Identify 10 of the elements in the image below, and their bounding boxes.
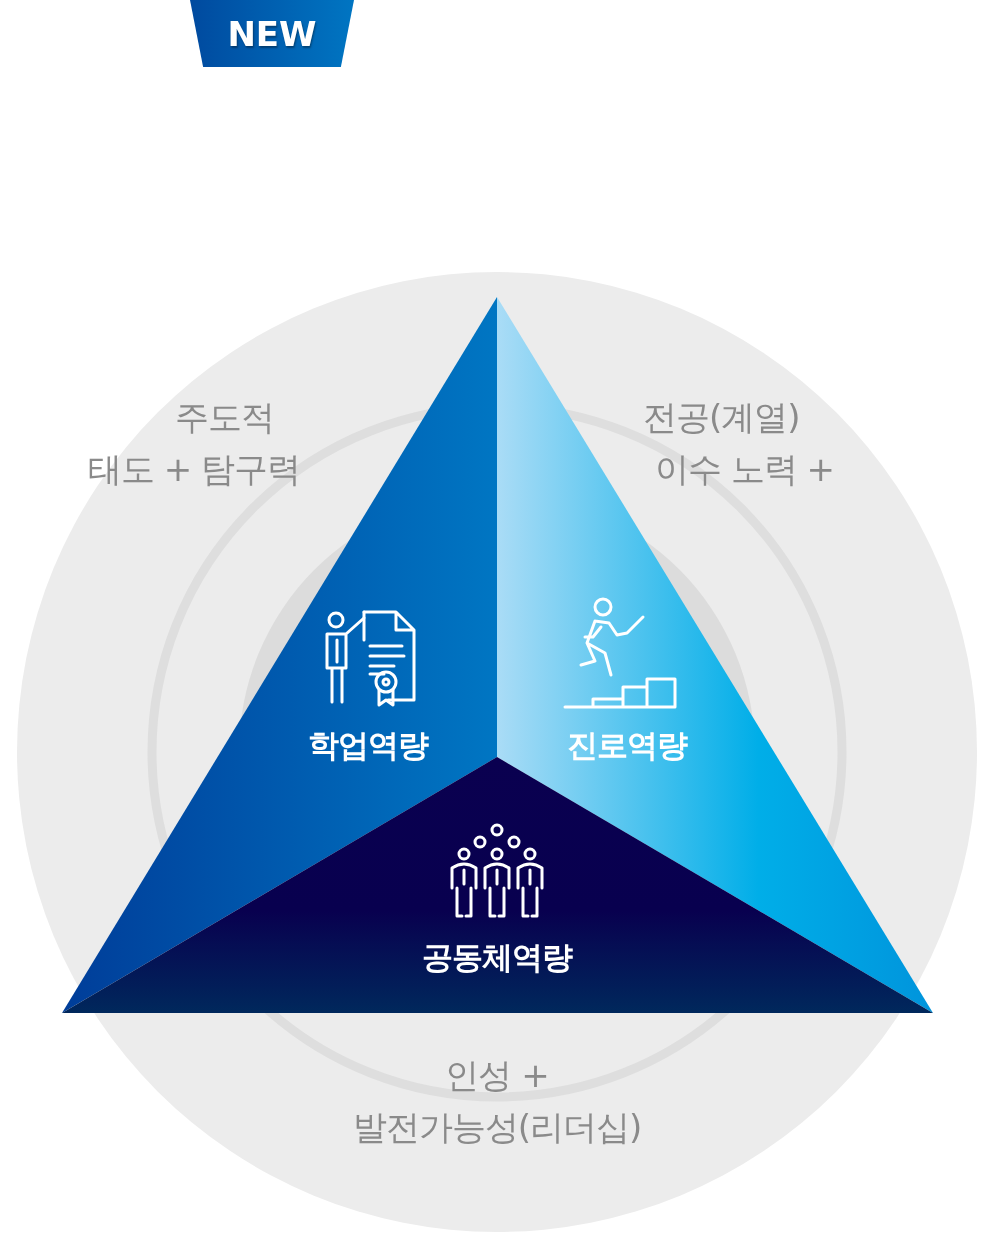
- competency-label: 공동체역량: [422, 942, 572, 973]
- criteria-text: 인성 +: [445, 1058, 549, 1092]
- criteria-text: 태도 + 탐구력: [88, 452, 301, 486]
- criteria-text: 이수 노력 +: [655, 452, 835, 486]
- new-badge: NEW: [190, 0, 354, 67]
- criteria-text: 발전가능성(리더십): [352, 1110, 642, 1144]
- criteria-text: 전공(계열): [643, 400, 800, 434]
- competency-label: 진로역량: [567, 730, 687, 761]
- criteria-text: 주도적: [175, 400, 274, 434]
- competency-label: 학업역량: [308, 730, 428, 761]
